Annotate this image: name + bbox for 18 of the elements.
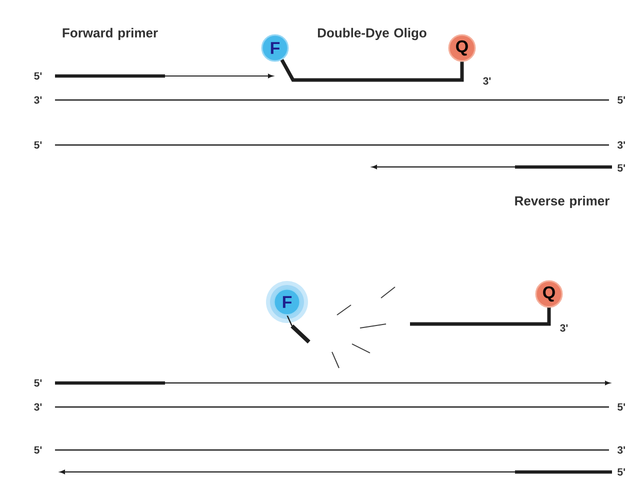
- strand-end-label: 5': [34, 141, 42, 149]
- strand-end-label: 5': [618, 164, 625, 172]
- strand-end-label: 3': [617, 446, 625, 454]
- probe-line: [280, 59, 464, 82]
- strand-end-label: 3': [34, 96, 42, 104]
- strand-end-label: 5': [34, 379, 42, 387]
- strand-end-label: 3': [617, 141, 625, 149]
- strand-end-label: 3': [483, 77, 491, 85]
- strand-end-label: 5': [34, 72, 42, 80]
- strand-end-label: 5': [618, 96, 625, 104]
- part-label: Double-Dye Oligo: [318, 28, 426, 40]
- strand-end-label: 3': [560, 324, 568, 332]
- part-label: Forward primer: [62, 28, 158, 40]
- strand-end-label: 5': [618, 403, 625, 411]
- strand-end-label: 3': [34, 403, 42, 411]
- strand-end-label: 5': [618, 468, 625, 476]
- strand-end-label: 5': [34, 446, 42, 454]
- part-label: Reverse primer: [515, 196, 610, 208]
